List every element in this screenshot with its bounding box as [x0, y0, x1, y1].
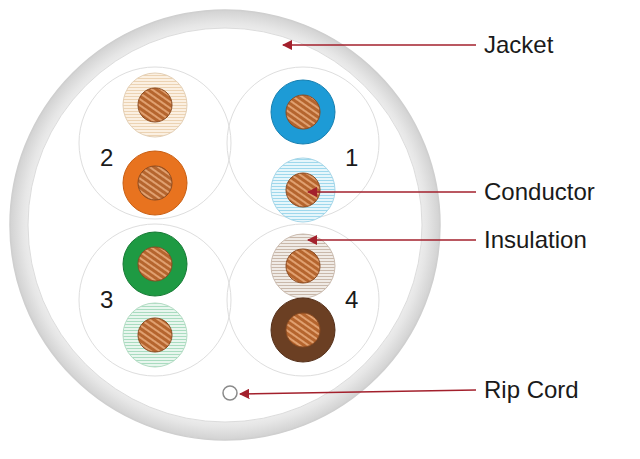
callout-label: Rip Cord [484, 378, 579, 402]
conductors [138, 88, 320, 352]
pair-number: 1 [345, 146, 358, 170]
pair-outlines [79, 67, 379, 376]
rip-cord [223, 386, 237, 400]
jacket [10, 10, 440, 440]
leader-lines [240, 45, 476, 394]
pair-number: 3 [100, 288, 113, 312]
wires [123, 73, 335, 367]
callout-label: Insulation [484, 228, 587, 252]
pair-number: 4 [345, 288, 358, 312]
callout-label: Jacket [484, 33, 553, 57]
callout-label: Conductor [484, 180, 595, 204]
pair-number: 2 [100, 146, 113, 170]
